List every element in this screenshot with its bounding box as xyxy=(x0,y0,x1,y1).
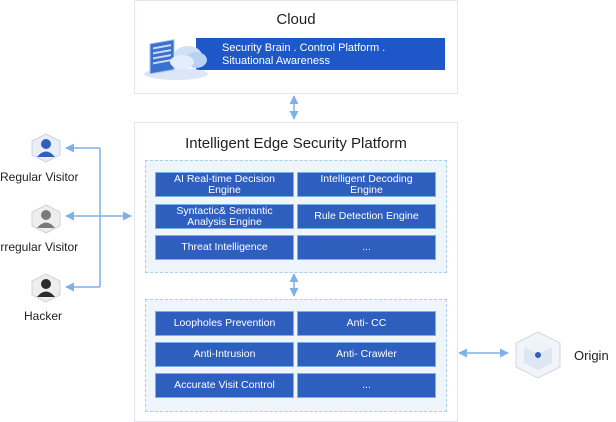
protection-anti-crawler: Anti- Crawler xyxy=(297,342,436,367)
regular-visitor-icon xyxy=(31,133,61,163)
cloud-banner-line1: Security Brain . Control Platform . xyxy=(222,42,386,54)
cloud-banner-line2: Situational Awareness xyxy=(222,55,331,67)
cloud-server-icon xyxy=(144,39,208,80)
origin-label: Origin xyxy=(574,348,609,363)
regular-visitor-label: Regular Visitor xyxy=(0,170,79,184)
protection-access-control: Accurate Visit Control xyxy=(155,373,294,398)
engine-ai-realtime-decision: AI Real-time Decision Engine xyxy=(155,172,294,197)
hacker-label: Hacker xyxy=(24,309,63,323)
hacker-icon xyxy=(31,273,61,303)
protection-anti-cc: Anti- CC xyxy=(297,311,436,336)
protection-more: ... xyxy=(297,373,436,398)
engine-syntactic-semantic: Syntactic& Semantic Analysis Engine xyxy=(155,204,294,229)
cloud-title: Cloud xyxy=(276,11,316,28)
protection-anti-intrusion: Anti-Intrusion xyxy=(155,342,294,367)
engine-threat-intelligence: Threat Intelligence xyxy=(155,235,294,260)
irregular-visitor-label: Irregular Visitor xyxy=(0,240,79,254)
irregular-visitor-icon xyxy=(31,204,61,234)
platform-title: Intelligent Edge Security Platform xyxy=(185,135,407,152)
engine-more: ... xyxy=(297,235,436,260)
cloud-banner: Security Brain . Control Platform . Situ… xyxy=(196,38,445,70)
origin-icon xyxy=(515,331,561,379)
engine-intelligent-decoding: Intelligent Decoding Engine xyxy=(297,172,436,197)
protection-loopholes: Loopholes Prevention xyxy=(155,311,294,336)
engine-rule-detection: Rule Detection Engine xyxy=(297,204,436,229)
